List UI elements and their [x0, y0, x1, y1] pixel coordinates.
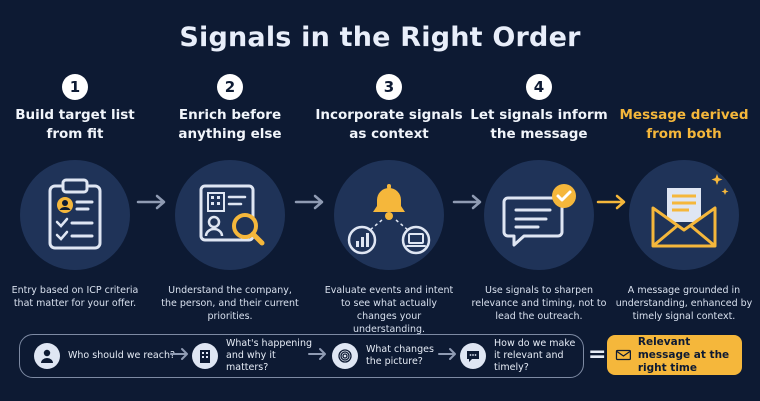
arrow-right-icon [294, 194, 324, 210]
arrow-right-icon [596, 194, 626, 210]
step-2: 2 Enrich before anything else Understand… [155, 74, 305, 323]
question-text: What changes the picture? [366, 344, 434, 367]
page-title: Signals in the Right Order [179, 22, 581, 53]
profile-card-search-icon [199, 184, 265, 246]
step-number: 1 [62, 74, 88, 100]
arrow-right-icon [136, 194, 166, 210]
step-circle [484, 160, 594, 270]
person-icon [34, 343, 60, 369]
step-number: 3 [376, 74, 402, 100]
step-number: 2 [217, 74, 243, 100]
step-circle [175, 160, 285, 270]
step-title: Let signals inform the message [470, 107, 608, 142]
step-title: Build target list from fit [15, 107, 135, 142]
building-icon [192, 343, 218, 369]
question-item: What changes the picture? [332, 335, 438, 377]
step-description: Use signals to sharpen relevance and tim… [471, 285, 607, 322]
chat-check-icon [502, 184, 576, 247]
equals-sign: = [588, 342, 607, 367]
step-circle [629, 160, 739, 270]
arrow-right-icon [170, 348, 188, 360]
fingerprint-icon [332, 343, 358, 369]
question-text: Who should we reach? [68, 350, 176, 361]
step-description: Entry based on ICP criteria that matter … [11, 285, 139, 309]
envelope-letter-icon [651, 174, 729, 248]
question-text: What's happening and why it matters? [226, 338, 313, 373]
step-5: Message derived from both A message grou… [609, 74, 759, 323]
arrow-right-icon [308, 348, 326, 360]
envelope-icon [615, 349, 631, 361]
result-text: Relevant message at the right time [637, 335, 730, 374]
arrow-right-icon [452, 194, 482, 210]
step-number: 4 [526, 74, 552, 100]
step-description: Understand the company, the person, and … [161, 285, 299, 322]
step-description: A message grounded in understanding, enh… [615, 285, 753, 322]
clipboard-checklist-icon [48, 178, 102, 250]
step-title: Message derived from both [619, 107, 749, 142]
chat-icon [460, 343, 486, 369]
step-3: 3 Incorporate signals as context Evaluat… [314, 74, 464, 336]
question-item: How do we make it relevant and timely? [460, 335, 580, 377]
arrow-right-icon [438, 348, 456, 360]
step-description: Evaluate events and intent to see what a… [324, 285, 454, 335]
result-box: Relevant message at the right time [607, 335, 742, 375]
step-circle [334, 160, 444, 270]
step-title: Enrich before anything else [178, 107, 282, 142]
question-text: How do we make it relevant and timely? [494, 338, 576, 373]
questions-bar: Who should we reach? What's happening an… [19, 334, 584, 378]
question-item: What's happening and why it matters? [192, 335, 316, 377]
bell-signals-icon [347, 184, 431, 255]
step-title: Incorporate signals as context [315, 107, 463, 142]
step-circle [20, 160, 130, 270]
step-1: 1 Build target list from fit Entry based… [0, 74, 150, 310]
step-4: 4 Let signals inform the message Use sig… [464, 74, 614, 323]
question-item: Who should we reach? [34, 335, 175, 377]
